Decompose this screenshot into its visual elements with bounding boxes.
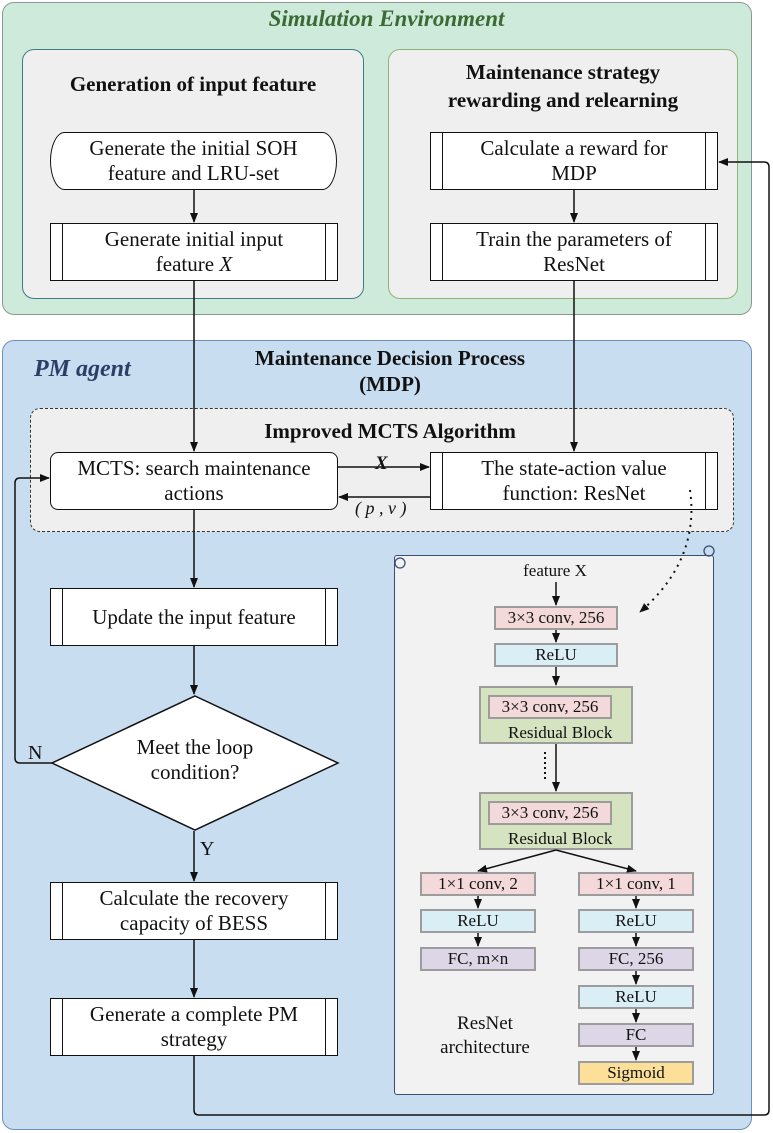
value-head-relu1: ReLU (578, 909, 694, 933)
resnet-caption: ResNet architecture (430, 1012, 540, 1060)
step-line: feature (155, 252, 220, 276)
residual-block-2-conv: 3×3 conv, 256 (488, 801, 612, 825)
yes-label: Y (200, 838, 215, 860)
node-line: MCTS: search maintenance (77, 456, 311, 480)
step-line: Train the parameters of (476, 227, 672, 251)
step-line: capacity of BESS (119, 911, 269, 935)
title-line: rewarding and relearning (447, 88, 679, 112)
update-feature-step: Update the input feature (50, 588, 338, 646)
policy-head-relu: ReLU (420, 909, 536, 933)
no-label: N (28, 742, 43, 764)
step-line: Generate the initial SOH (89, 136, 298, 160)
node-line: actions (164, 481, 224, 505)
title-line: Maintenance Decision Process (254, 346, 526, 370)
decision-line: condition? (150, 760, 240, 784)
step-line: Generate a complete PM (89, 1002, 299, 1026)
scroll-curl-icon (394, 545, 715, 569)
variable-x: X (219, 252, 233, 276)
value-head-relu2: ReLU (578, 985, 694, 1009)
step-line: ResNet (543, 252, 605, 276)
title-line: (MDP) (359, 372, 421, 396)
arrow-feedback-to-reward (193, 158, 770, 1116)
residual-block-1-label: Residual Block (508, 723, 613, 742)
edge-label-pv: ( p , v ) (355, 498, 407, 518)
mcts-title: Improved MCTS Algorithm (264, 419, 516, 443)
edge-label-x: X (375, 453, 388, 474)
value-head-fc256: FC, 256 (578, 947, 694, 971)
value-head-fc: FC (578, 1023, 694, 1047)
value-head-conv: 1×1 conv, 1 (578, 872, 694, 896)
loop-decision-diamond (50, 695, 340, 831)
node-line: function: ResNet (502, 481, 646, 505)
maintenance-title: Maintenance strategy rewarding and relear… (388, 58, 738, 114)
resnet-conv1: 3×3 conv, 256 (494, 606, 618, 630)
mdp-title: Maintenance Decision Process(MDP) (190, 345, 590, 397)
resnet-relu1: ReLU (494, 643, 618, 667)
simulation-environment-title: Simulation Environment (268, 6, 505, 31)
caption-line: architecture (440, 1037, 530, 1058)
value-head-sigmoid: Sigmoid (578, 1061, 694, 1085)
step-line: Calculate a reward for (480, 136, 668, 160)
step-line: Calculate the recovery (99, 886, 289, 910)
dotted-link-to-resnet (639, 489, 693, 613)
generation-title: Generation of input feature (69, 72, 317, 96)
pm-agent-title: PM agent (34, 356, 131, 382)
resnet-input-label: feature X (523, 561, 587, 580)
decision-line: Meet the loop (136, 735, 254, 759)
residual-block-2-label: Residual Block (508, 829, 613, 848)
arrow-loop-no (14, 474, 52, 764)
caption-line: ResNet (457, 1013, 513, 1034)
title-line: Maintenance strategy (465, 60, 661, 84)
policy-head-fc: FC, m×n (420, 947, 536, 971)
policy-head-conv: 1×1 conv, 2 (420, 872, 536, 896)
node-line: The state-action value (481, 456, 667, 480)
step-line: Generate initial input (104, 227, 284, 251)
residual-block-1-conv: 3×3 conv, 256 (488, 695, 612, 719)
step-line: strategy (160, 1027, 228, 1051)
step-line: MDP (551, 161, 597, 185)
step-line: feature and LRU-set (107, 161, 280, 185)
